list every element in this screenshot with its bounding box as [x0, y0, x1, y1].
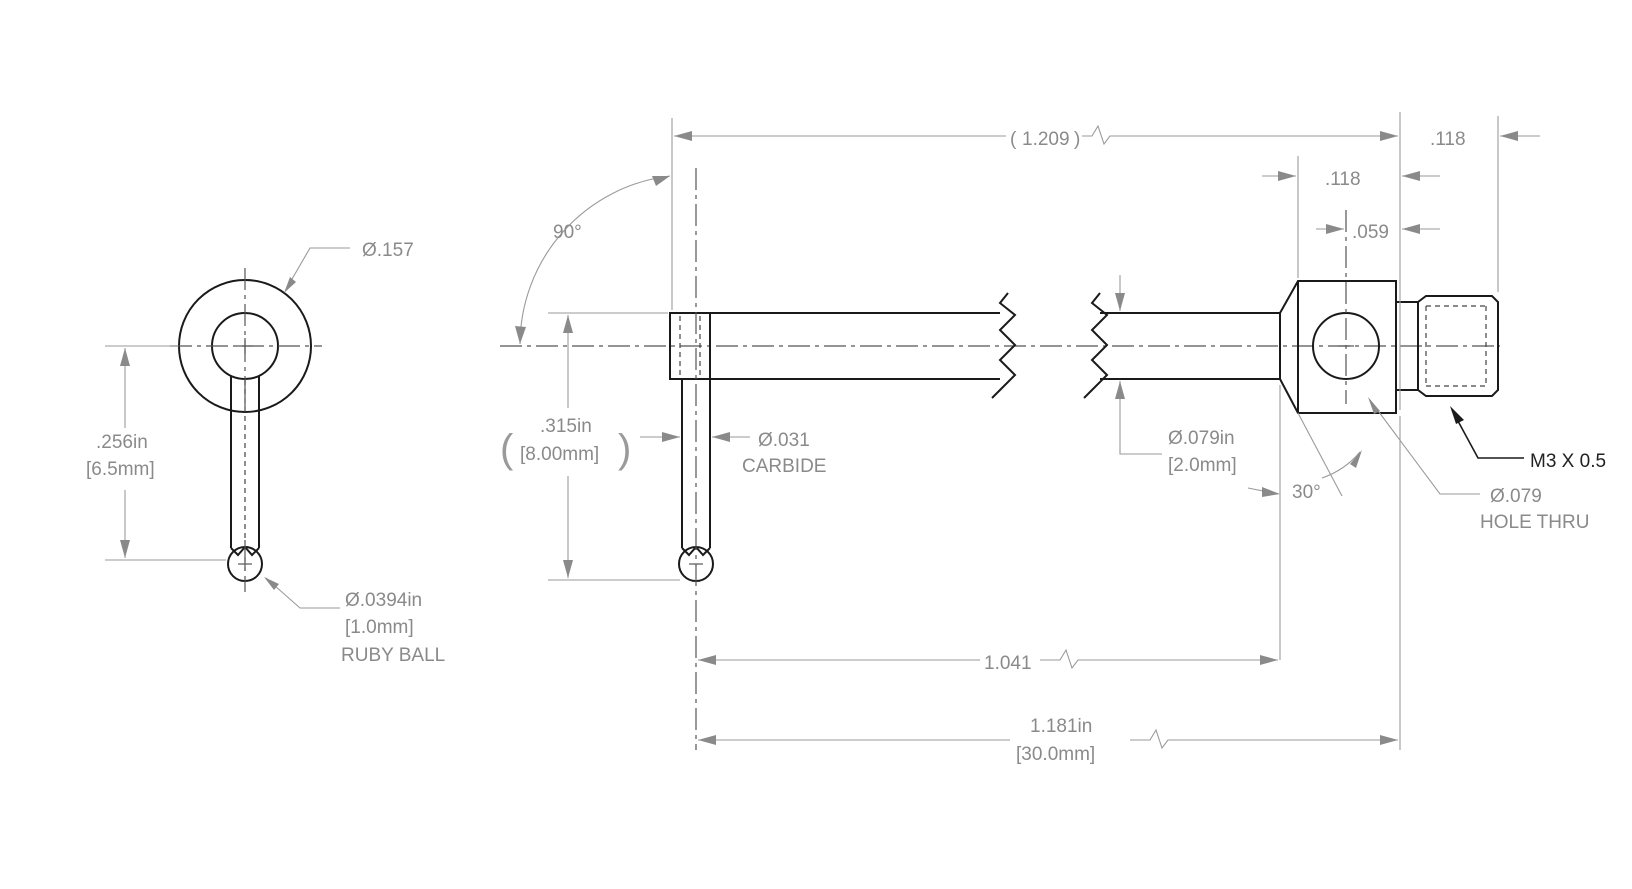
tip-block — [669, 312, 711, 380]
dim-1181-line-right — [1130, 728, 1398, 750]
dim-256-arrow-top — [120, 348, 130, 366]
dim-body-label: .118 — [1325, 169, 1361, 190]
dim-031-arrow-l — [662, 432, 680, 442]
dim-315-paren-l: ( — [500, 427, 514, 471]
dim-1209-line-right — [1082, 124, 1398, 146]
side-view — [500, 168, 1500, 750]
thread-stud — [1395, 295, 1499, 397]
stem-material: CARBIDE — [742, 456, 826, 477]
dim-1181-arrow-l — [698, 735, 716, 745]
chamfer-angle-arc — [1321, 451, 1361, 479]
dim-315-arrow-bottom — [563, 560, 573, 578]
dim-body-arrow-r — [1402, 171, 1420, 181]
dim-031-label: Ø.031 — [758, 430, 810, 451]
dim-059-arrow-l — [1326, 224, 1344, 234]
chamfer-label: 30° — [1292, 482, 1321, 503]
hole-dia-label: Ø.079 — [1490, 486, 1542, 507]
dim-256-arrow-bottom — [120, 540, 130, 558]
dim-1041-label: 1.041 — [984, 653, 1032, 674]
dim-shaft-arrow-top — [1115, 293, 1125, 311]
side-dimensions: ( 1.209 ) .118 .118 .059 90° ( .315in [ — [500, 112, 1606, 765]
dim-1209-arrow-r — [1380, 131, 1398, 141]
dim-059-label: .059 — [1352, 222, 1389, 243]
ball-leader-arrow — [264, 577, 279, 590]
chamfer-arrow-top — [1350, 450, 1362, 468]
dim-1181-in: 1.181in — [1030, 716, 1092, 737]
dim-1041-line-right — [1040, 648, 1278, 670]
ball-dia-in: Ø.0394in — [345, 590, 422, 611]
dim-1041-arrow-l — [698, 655, 716, 665]
angle-90-label: 90° — [553, 222, 582, 243]
chamfer-ext — [1297, 412, 1343, 497]
ball-material: RUBY BALL — [341, 645, 445, 666]
angle-90-arc — [519, 175, 671, 345]
dim-1209-open: ( — [1010, 129, 1017, 150]
dim-shaft-in: Ø.079in — [1168, 428, 1235, 449]
dim-shaft-leader — [1119, 381, 1162, 455]
dim-thread-arrow — [1500, 131, 1518, 141]
dim-315-arrow-top — [563, 315, 573, 333]
dim-shaft-arrow-bottom — [1115, 381, 1125, 399]
chamfer-arrow-bottom — [1262, 487, 1280, 497]
ball-dia-mm: [1.0mm] — [345, 617, 414, 638]
dim-315-mm: [8.00mm] — [520, 444, 599, 465]
dim-1041-arrow-r — [1260, 655, 1278, 665]
hole-leader-arrow — [1368, 397, 1380, 414]
break-left — [991, 292, 1017, 399]
angle-90-arrow-top — [652, 176, 670, 186]
angle-90-arrow-bottom — [515, 326, 526, 344]
break-right — [1083, 292, 1109, 399]
dim-315-paren-r: ) — [618, 427, 631, 471]
dim-1181-mm: [30.0mm] — [1016, 744, 1095, 765]
dia-157-label: Ø.157 — [362, 240, 414, 261]
dim-315-in: .315in — [540, 416, 592, 437]
hole-note: HOLE THRU — [1480, 512, 1589, 533]
hole-leader — [1369, 399, 1480, 495]
dim-1209-label: 1.209 — [1022, 129, 1070, 150]
dim-1209-close: ) — [1074, 129, 1080, 150]
dim-thread-label: .118 — [1430, 129, 1466, 150]
dim-shaft-mm: [2.0mm] — [1168, 455, 1237, 476]
dia-157-leader — [287, 247, 350, 287]
dim-031-arrow-r — [712, 432, 730, 442]
dim-256-in: .256in — [96, 432, 148, 453]
dim-body-arrow-l — [1278, 171, 1296, 181]
thread-leader — [1451, 409, 1524, 459]
thread-spec: M3 X 0.5 — [1530, 451, 1606, 472]
end-view: Ø.157 .256in [6.5mm] Ø.0394in [1.0mm] RU… — [86, 240, 445, 666]
dim-1181-arrow-r — [1380, 735, 1398, 745]
dia-157-arrow — [284, 277, 296, 293]
dim-256-mm: [6.5mm] — [86, 459, 155, 480]
dim-1209-arrow-l — [674, 131, 692, 141]
ball-leader — [265, 577, 340, 609]
dim-059-arrow-r — [1402, 224, 1420, 234]
thread-leader-arrow — [1450, 406, 1464, 424]
